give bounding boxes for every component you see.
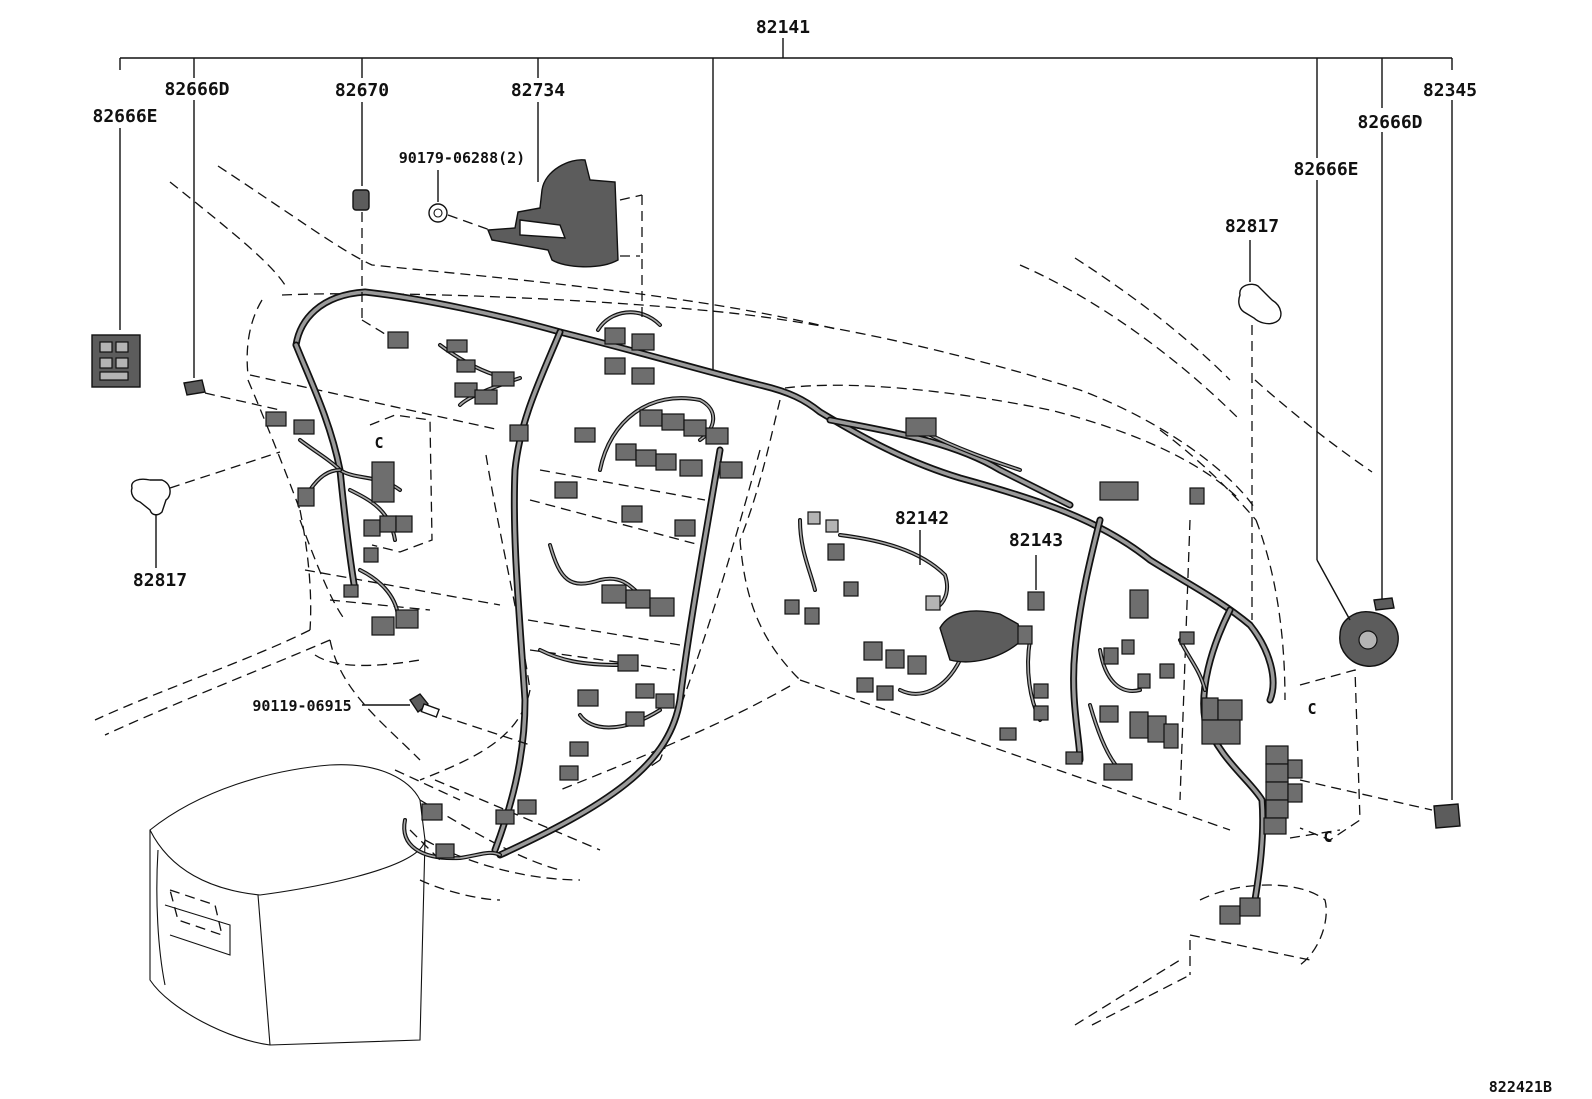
label-90179-06288: 90179-06288(2)	[399, 149, 525, 167]
part-82670-connector	[352, 189, 386, 335]
label-82666D-right: 82666D	[1357, 112, 1422, 133]
part-82345-connector	[1299, 779, 1461, 829]
label-82670: 82670	[335, 80, 389, 101]
part-82666E-right-grommet	[1316, 559, 1399, 667]
label-82666E-left: 82666E	[92, 106, 157, 127]
label-clip-c1: C	[374, 434, 383, 452]
label-clip-c3: C	[1323, 828, 1332, 846]
part-90119-06915-bolt	[362, 693, 531, 746]
label-82142: 82142	[895, 508, 949, 529]
label-90119-06915: 90119-06915	[252, 697, 351, 715]
label-82666E-right: 82666E	[1293, 159, 1358, 180]
label-82345: 82345	[1423, 80, 1477, 101]
label-82143: 82143	[1009, 530, 1063, 551]
part-90179-06288-nut	[428, 170, 491, 231]
clip-brackets	[369, 414, 1361, 841]
part-82666D-right-clip	[1373, 597, 1395, 611]
part-82666D-left-clip	[183, 379, 281, 411]
figure-id: 822421B	[1489, 1078, 1552, 1096]
part-82734-bracket	[486, 159, 643, 318]
label-82817-left: 82817	[133, 570, 187, 591]
label-clip-c2: C	[1307, 700, 1316, 718]
connectors	[265, 327, 1303, 925]
part-labels: 82141 82666D 82666E 82670 82734 90179-06…	[92, 17, 1552, 1096]
label-82666D-left: 82666D	[164, 79, 229, 100]
part-82817-left-clamp	[130, 451, 281, 568]
part-82817-right-clamp	[1238, 240, 1282, 620]
main-part-bracket	[119, 38, 1453, 800]
part-82666E-left-connector	[91, 334, 141, 388]
label-82141: 82141	[756, 17, 810, 38]
dashboard-outline	[94, 165, 1373, 1026]
label-82734: 82734	[511, 80, 565, 101]
label-82817-right: 82817	[1225, 216, 1279, 237]
center-armrest	[149, 764, 581, 1046]
part-82142-sub-harness	[919, 530, 1033, 663]
main-harness-82141	[292, 288, 1277, 904]
